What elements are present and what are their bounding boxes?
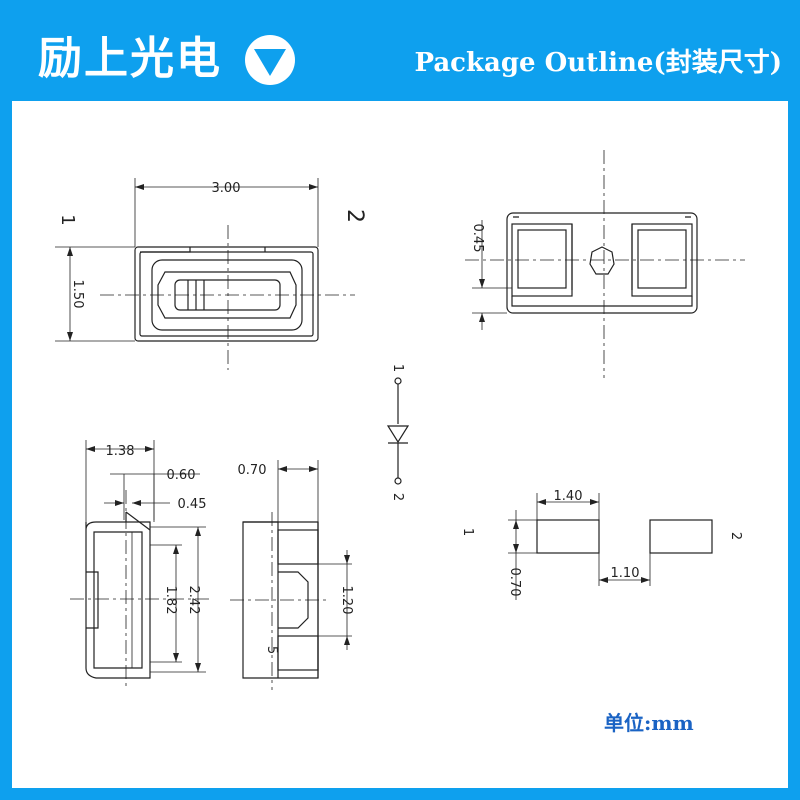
end-window-label: 1.20 — [339, 586, 354, 615]
drawing-panel: 3.00 1.50 1 2 — [12, 101, 788, 788]
end-depth-label: 0.70 — [238, 463, 267, 478]
end-mark-label: 5 — [264, 646, 279, 654]
diode-symbol — [386, 377, 410, 485]
side-width-label: 1.38 — [106, 444, 135, 459]
bottom-view — [465, 150, 745, 378]
pad-width-label: 1.40 — [554, 489, 583, 504]
top-width-label: 3.00 — [212, 181, 241, 196]
pad-layout — [508, 493, 713, 600]
top-pin2-label: 2 — [342, 209, 367, 223]
triangle-down-circle-icon — [245, 35, 295, 85]
pad-height-label: 0.70 — [507, 568, 522, 597]
unit-label: 单位:mm — [604, 711, 694, 735]
pad-gap-label: 1.10 — [611, 566, 640, 581]
package-outline-title: Package Outline(封装尺寸) — [414, 48, 782, 78]
pad-pin2-label: 2 — [728, 532, 743, 540]
bottom-gap-label: 0.45 — [470, 224, 485, 253]
outline-drawing: 3.00 1.50 1 2 — [55, 150, 745, 690]
side-a-label: 0.60 — [167, 468, 196, 483]
symbol-pin1-label: 1 — [390, 364, 405, 372]
side-view — [70, 440, 210, 690]
symbol-pin2-label: 2 — [390, 493, 405, 501]
side-inner-label: 1.82 — [163, 586, 178, 615]
header-bar: 励上光电 Package Outline(封装尺寸) — [0, 0, 800, 100]
top-pin1-label: 1 — [57, 214, 78, 225]
top-height-label: 1.50 — [70, 280, 85, 309]
top-view — [55, 178, 355, 370]
brand-name: 励上光电 — [38, 33, 222, 84]
pad-pin1-label: 1 — [460, 528, 475, 536]
side-outer-label: 2.42 — [186, 586, 201, 615]
side-b-label: 0.45 — [178, 497, 207, 512]
end-view — [230, 460, 352, 690]
